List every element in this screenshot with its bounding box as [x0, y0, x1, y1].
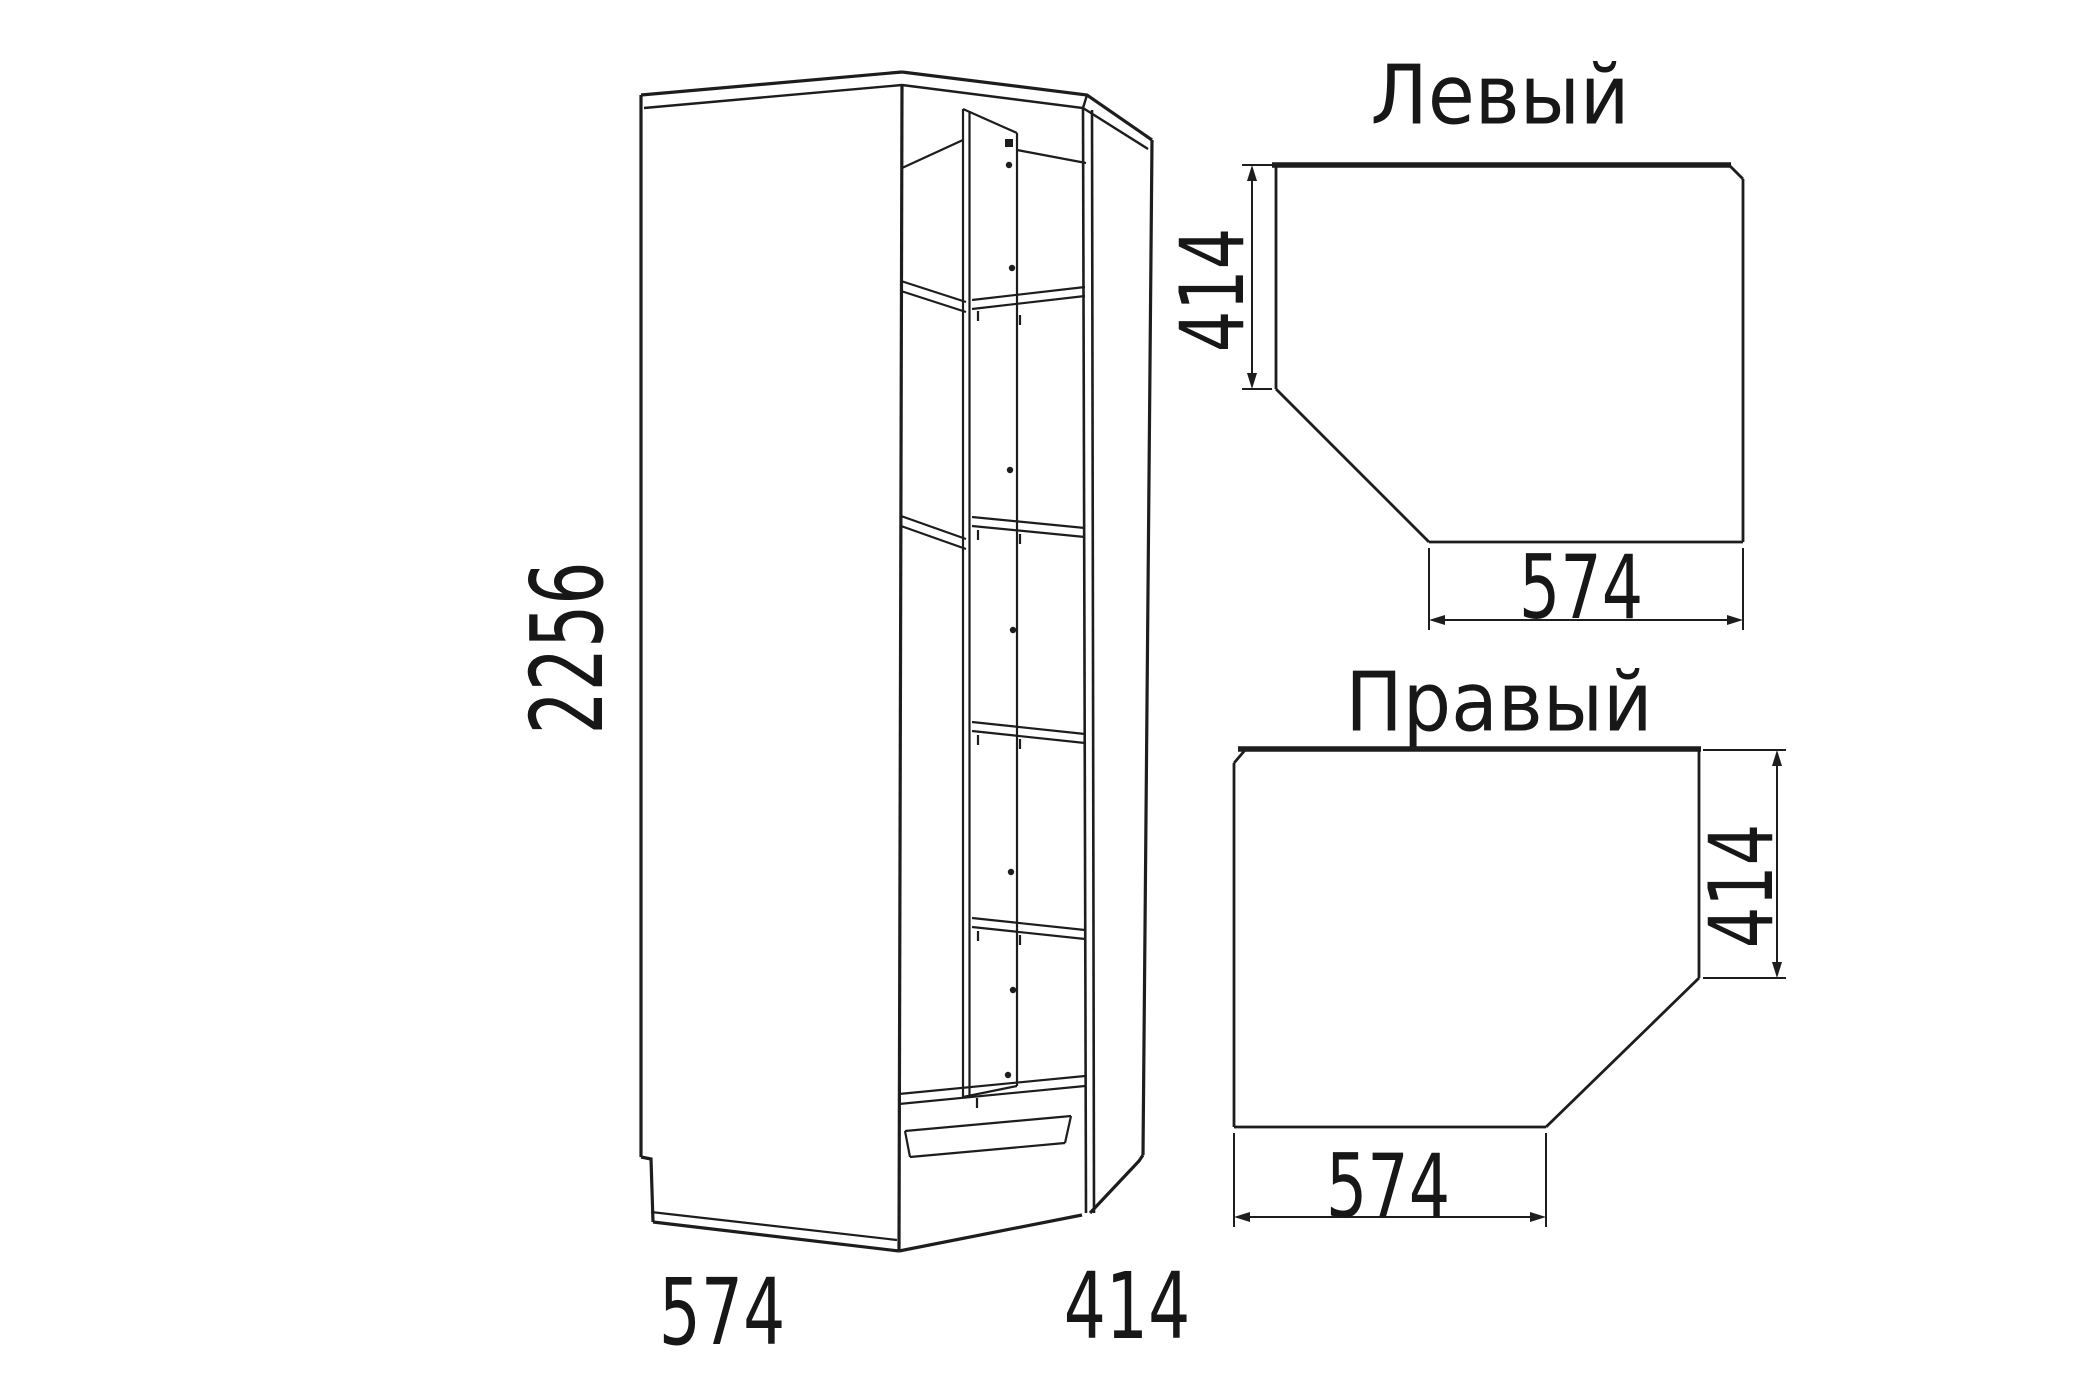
- back-panel-bottom-edge: [962, 1084, 1018, 1099]
- left-plan-depth-dimension: 414: [1162, 164, 1272, 390]
- dimension-arrow: [1247, 165, 1257, 181]
- cabinet-outline: [639, 70, 1154, 1253]
- top-edge-left: [640, 70, 903, 97]
- shelf-line: [971, 925, 1086, 941]
- bottom-front-edge: [652, 1220, 900, 1253]
- plinth: [903, 1114, 1073, 1159]
- panel-hole: [1006, 466, 1014, 474]
- plinth-left-edge: [903, 1130, 912, 1158]
- front-corner-edge: [897, 83, 904, 1252]
- shelf-line: [900, 289, 967, 314]
- dimension-arrow: [1772, 750, 1782, 766]
- shelf-line: [898, 1084, 1086, 1106]
- shelf-line: [898, 1074, 1086, 1096]
- plan-diagonal-edge: [1545, 976, 1700, 1129]
- left-plan-shape: [1272, 162, 1745, 544]
- top-underside-left: [901, 139, 964, 169]
- panel-hole: [1009, 986, 1017, 994]
- shelf-line: [900, 514, 967, 541]
- shelf-line: [900, 524, 967, 551]
- shelf-line: [971, 524, 1086, 539]
- panel-hole: [1007, 868, 1015, 876]
- bottom-front-inner-edge: [650, 1210, 898, 1242]
- dimension-arrow: [1530, 1212, 1546, 1222]
- panel-hole: [1005, 139, 1013, 147]
- isometric-wardrobe-drawing: 2256 574 414: [511, 70, 1190, 1366]
- shelf-line: [900, 279, 967, 304]
- dimension-arrow: [1429, 615, 1445, 625]
- shelf-line: [971, 285, 1086, 302]
- right-plan-depth-dimension: 414: [1691, 749, 1793, 979]
- dimension-arrow: [1727, 615, 1743, 625]
- plinth-right-edge: [1063, 1115, 1073, 1144]
- top-corner-joint: [1081, 94, 1089, 109]
- right-plan-depth-label: 414: [1691, 824, 1793, 948]
- dimension-arrow: [1247, 373, 1257, 389]
- right-plan-shape: [1232, 746, 1701, 1129]
- shelf-top: [900, 279, 1086, 325]
- plan-view-right: Правый 414 574: [1232, 655, 1793, 1238]
- dimension-arrow: [1234, 1212, 1250, 1222]
- top-underside-right: [1016, 148, 1087, 165]
- panel-hole: [1005, 161, 1013, 169]
- cabinet-interior: [898, 107, 1087, 1159]
- side-depth-dimension-label: 414: [1064, 1253, 1190, 1360]
- right-plan-width-dimension: 574: [1233, 1133, 1547, 1238]
- shelf-line: [971, 515, 1086, 530]
- right-outer-edge: [1141, 139, 1154, 1156]
- panel-hole: [1008, 264, 1016, 272]
- left-plan-width-label: 574: [1519, 537, 1643, 639]
- shelf-line: [971, 916, 1086, 932]
- back-panel-top-edge: [962, 107, 1018, 135]
- shelf-fourth: [971, 916, 1086, 945]
- right-plan-title: Правый: [1345, 655, 1652, 750]
- front-width-dimension-label: 574: [659, 1259, 785, 1366]
- shelf-line: [971, 294, 1086, 311]
- top-edge-right: [901, 70, 1153, 142]
- shelf-line: [971, 720, 1086, 736]
- shelf-second: [900, 514, 1086, 551]
- left-plan-title: Левый: [1371, 48, 1630, 143]
- plan-view-left: Левый 414 574: [1162, 48, 1745, 639]
- top-edge-right-inner: [901, 83, 1149, 151]
- shelf-line: [971, 729, 1086, 745]
- shelf-third: [971, 720, 1086, 749]
- base-bottom-edge: [898, 1213, 1083, 1253]
- plinth-bottom-edge: [909, 1141, 1066, 1159]
- top-edge-left-inner: [643, 83, 903, 110]
- plan-corner-chamfer: [1232, 748, 1248, 764]
- left-plan-depth-label: 414: [1162, 228, 1264, 352]
- dimension-arrow: [1772, 962, 1782, 978]
- panel-hole: [1004, 1071, 1012, 1079]
- plan-corner-chamfer: [1728, 164, 1744, 180]
- panel-hole: [1009, 626, 1017, 634]
- plan-diagonal-edge: [1275, 388, 1430, 543]
- left-plan-width-dimension: 574: [1428, 537, 1744, 639]
- bottom-panel: [898, 1074, 1086, 1108]
- right-bottom-edge: [1088, 1154, 1145, 1215]
- right-plan-width-label: 574: [1326, 1136, 1450, 1238]
- plinth-top-edge: [904, 1114, 1072, 1133]
- right-stile-line-2: [1090, 109, 1096, 1214]
- height-dimension-label: 2256: [511, 561, 627, 734]
- left-plinth-notch: [640, 1155, 655, 1223]
- right-stile-line-1: [1081, 107, 1088, 1214]
